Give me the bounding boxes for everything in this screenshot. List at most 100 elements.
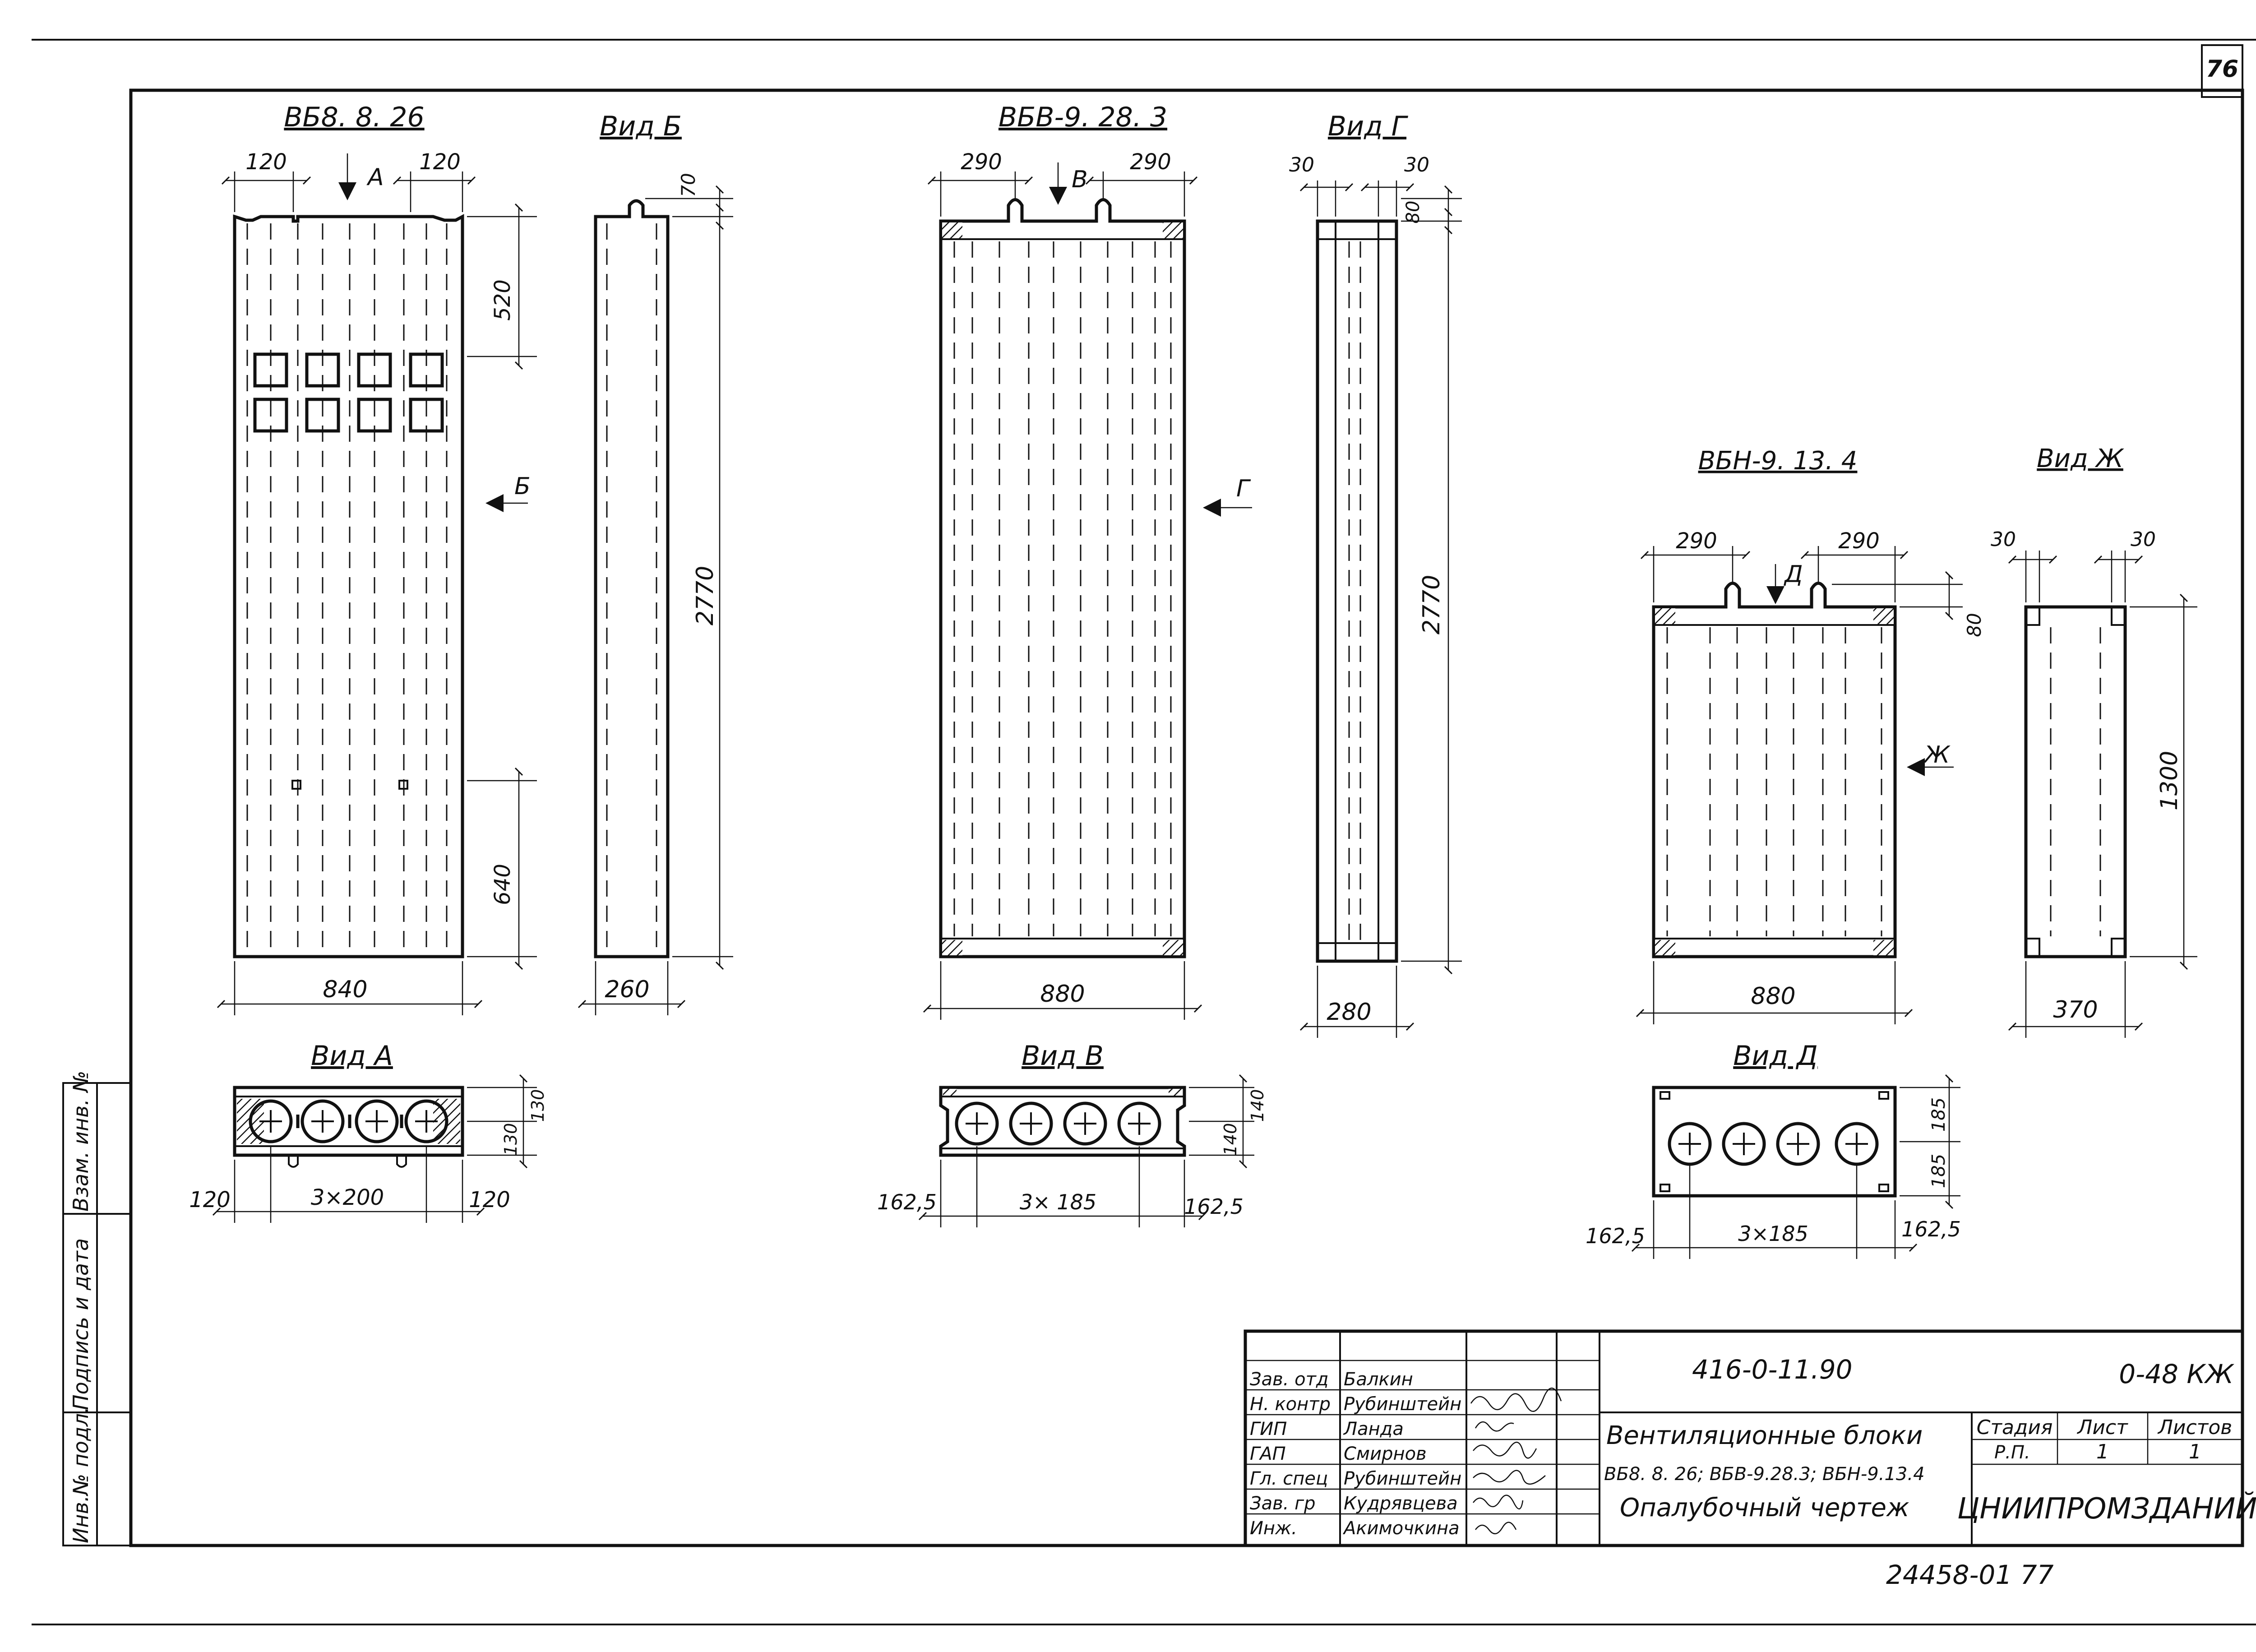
vid-zh-dim-30-left: 30 <box>1991 528 2016 551</box>
vid-d-view <box>1652 1086 1897 1198</box>
vid-v-dim-162-right: 162,5 <box>1184 1194 1244 1219</box>
vid-zh-dim-1300: 1300 <box>2156 751 2183 810</box>
vid-zh-dimensions <box>2008 551 2197 1038</box>
vid-d-holes <box>1668 1122 1879 1166</box>
elem1-arrow-a-label: А <box>366 164 384 191</box>
vid-v-dim-3x185: 3× 185 <box>1020 1190 1096 1214</box>
vid-zh-dim-370: 370 <box>2053 996 2098 1023</box>
vid-a-dim-130-bottom: 130 <box>501 1123 521 1156</box>
sheet-value: 1 <box>2096 1440 2109 1463</box>
sheets-value: 1 <box>2189 1440 2201 1463</box>
vid-d-dim-162-left: 162,5 <box>1586 1224 1645 1248</box>
elem1-dim-840: 840 <box>323 976 367 1003</box>
bottom-code: 24458-01 77 <box>1886 1559 2054 1590</box>
vid-g-dim-30-left: 30 <box>1289 153 1314 176</box>
vid-b-dimensions <box>578 185 733 1015</box>
elem3-arrow-d-label: Д <box>1784 561 1803 588</box>
elem2-arrow-v-label: В <box>1072 166 1088 193</box>
name-rubinshtein-2: Рубинштейн <box>1344 1468 1461 1489</box>
role-zav-otd: Зав. отд <box>1250 1369 1329 1390</box>
name-smirnov: Смирнов <box>1344 1444 1427 1464</box>
sheet-frame <box>32 39 2256 1625</box>
name-kudryavtseva: Кудрявцева <box>1344 1493 1458 1514</box>
vid-v-view <box>939 1086 1186 1157</box>
vid-b-dim-2770: 2770 <box>692 566 719 625</box>
elem1-front-view <box>233 214 464 958</box>
elem2-dim-290-left: 290 <box>961 149 1002 175</box>
name-balkin: Балкин <box>1344 1369 1413 1390</box>
elem3-arrow-zh-label: Ж <box>1923 741 1951 768</box>
name-akimochkina: Акимочкина <box>1342 1518 1460 1539</box>
vid-d-dim-162-right: 162,5 <box>1901 1217 1961 1241</box>
vid-zh-title: Вид Ж <box>2037 444 2124 473</box>
vid-d-dim-185-bottom: 185 <box>1928 1154 1949 1188</box>
vid-zh-view <box>2024 605 2127 958</box>
vid-a-dim-120-left: 120 <box>189 1187 231 1212</box>
elem1-arrow-b-label: Б <box>514 473 531 500</box>
vid-a-dimensions <box>212 1074 537 1223</box>
elem1-dimensions <box>217 153 537 1015</box>
vid-v-dimensions <box>918 1074 1254 1227</box>
signatures <box>1470 1388 1562 1534</box>
elem2-dimensions <box>923 162 1252 1020</box>
stage-header: Стадия <box>1977 1416 2053 1439</box>
series-code: 0-48 КЖ <box>2119 1359 2234 1389</box>
vid-g-title: Вид Г <box>1328 111 1409 142</box>
project-code: 416-0-11.90 <box>1692 1354 1853 1385</box>
sheets-header: Листов <box>2157 1416 2232 1439</box>
organization-name: ЦНИИПРОМЗДАНИЙ <box>1957 1491 2256 1526</box>
vid-a-holes <box>249 1099 448 1143</box>
vid-v-dim-140-bottom: 140 <box>1220 1123 1240 1156</box>
drawing-title-line1: Вентиляционные блоки <box>1606 1421 1923 1450</box>
vid-a-dim-130-top: 130 <box>528 1089 548 1122</box>
drawing-title-line3: Опалубочный чертеж <box>1620 1493 1909 1522</box>
elem1-dim-120-right: 120 <box>419 149 461 175</box>
sheet-header: Лист <box>2076 1416 2128 1439</box>
vid-g-dim-80: 80 <box>1403 201 1424 224</box>
elem3-dimensions <box>1636 546 1963 1024</box>
vid-a-dim-120-right: 120 <box>469 1187 510 1212</box>
vid-g-dimensions <box>1299 180 1462 1038</box>
role-gip: ГИП <box>1250 1419 1287 1439</box>
vid-a-title: Вид А <box>311 1040 393 1072</box>
vid-g-dim-2770: 2770 <box>1418 575 1445 634</box>
role-zav-gr: Зав. гр <box>1250 1493 1316 1514</box>
vid-g-dim-280: 280 <box>1327 999 1371 1026</box>
vid-b-dim-70: 70 <box>677 173 699 197</box>
drawing-title-line2: ВБ8. 8. 26; ВБВ-9.28.3; ВБН-9.13.4 <box>1604 1464 1925 1485</box>
vid-v-dim-140-top: 140 <box>1248 1089 1267 1122</box>
elem2-title: ВБВ-9. 28. 3 <box>999 102 1167 133</box>
name-rubinshtein-1: Рубинштейн <box>1344 1394 1461 1415</box>
title-block-grid <box>1244 1329 2244 1547</box>
vid-b-title: Вид Б <box>600 111 682 142</box>
vid-v-title: Вид В <box>1022 1040 1104 1072</box>
vid-d-dim-185-top: 185 <box>1928 1097 1949 1132</box>
vid-d-title: Вид Д <box>1733 1040 1818 1072</box>
elem3-title: ВБН-9. 13. 4 <box>1698 446 1858 476</box>
name-landa: Ланда <box>1343 1419 1404 1439</box>
role-n-kontr: Н. контр <box>1250 1394 1331 1415</box>
vid-b-view <box>594 199 670 958</box>
elem2-dim-290-right: 290 <box>1130 149 1171 175</box>
side-stamp <box>62 1082 132 1546</box>
stamp-replace-label: Взам. инв. № <box>69 1071 93 1212</box>
elem3-dim-290-right: 290 <box>1838 528 1880 554</box>
vid-v-dim-162-left: 162,5 <box>877 1190 937 1214</box>
vid-zh-dim-30-right: 30 <box>2131 528 2156 551</box>
stamp-inv-label: Инв.№ подл. <box>69 1407 93 1543</box>
vid-g-view <box>1316 219 1398 963</box>
role-gap: ГАП <box>1250 1444 1286 1464</box>
elem3-front-view <box>1652 582 1897 958</box>
elem2-arrow-g-label: Г <box>1236 475 1251 502</box>
vid-a-view <box>233 1086 464 1168</box>
vid-g-dim-30-right: 30 <box>1404 153 1429 176</box>
elem1-dim-640: 640 <box>490 864 515 905</box>
elem2-dim-880: 880 <box>1040 981 1085 1008</box>
elem3-dim-80: 80 <box>1963 613 1985 637</box>
stamp-sign-label: Подпись и дата <box>69 1238 93 1410</box>
vid-d-dim-3x185: 3×185 <box>1738 1222 1808 1246</box>
elem1-title: ВБ8. 8. 26 <box>284 102 424 133</box>
elem1-dim-120-left: 120 <box>245 149 287 175</box>
vid-a-dim-3x200: 3×200 <box>311 1185 384 1210</box>
